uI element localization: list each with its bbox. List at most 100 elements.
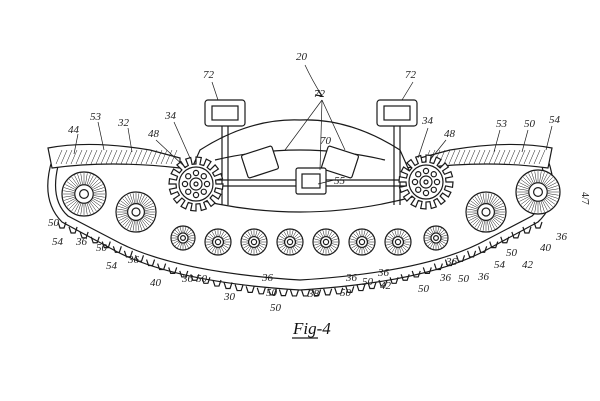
tread-tooth [245, 286, 255, 293]
wheel-spoke [174, 229, 180, 235]
hatch-line [75, 149, 83, 165]
road-wheel [204, 228, 232, 256]
wheel-spoke [539, 171, 542, 183]
wheel-spoke [358, 247, 361, 254]
wheel-spoke [144, 213, 155, 216]
wheel-spoke [139, 219, 145, 230]
wheel-spoke [479, 220, 484, 231]
wheel-spoke [494, 205, 505, 210]
wheel-spoke [402, 235, 409, 240]
tread-tooth [90, 236, 100, 244]
road-wheel [384, 228, 412, 256]
wheel-spoke [291, 247, 294, 254]
hatch-line [145, 149, 153, 165]
wheel-spoke [519, 196, 530, 202]
wheel-spoke [399, 230, 402, 237]
road-wheel [423, 225, 449, 251]
tread-tooth [334, 287, 344, 295]
ref-track-end: 44 [68, 124, 80, 136]
hatch-line [105, 149, 113, 165]
wheel-spoke [351, 244, 358, 249]
wheel-spoke [482, 193, 485, 204]
wheel-spoke [117, 205, 128, 210]
wheel-spoke [492, 218, 500, 226]
wheel-spoke [493, 217, 502, 224]
wheel-spoke [132, 193, 135, 204]
wheel-spoke [467, 213, 478, 216]
wheel-spoke [467, 208, 478, 211]
ref-frame-side: 32 [117, 117, 130, 129]
wheel-spoke [86, 174, 91, 185]
wheel-spoke [430, 228, 434, 234]
wheel-spoke [331, 243, 338, 246]
wheel-spoke [391, 231, 396, 238]
wheel-spoke [545, 197, 556, 205]
wheel-spoke [543, 174, 551, 185]
wheel-spoke [487, 220, 490, 231]
tread-tooth [68, 226, 78, 234]
wheel-spoke [206, 238, 213, 241]
wheel-spoke [494, 214, 505, 219]
hatch-line [65, 149, 73, 165]
wheel-spoke [247, 231, 252, 238]
wheel-spoke [142, 218, 150, 226]
sprocket-hub [419, 175, 433, 189]
tread-tooth [478, 246, 488, 253]
wheel-spoke [90, 179, 99, 188]
wheel-spoke [255, 230, 258, 237]
wheel-spoke [317, 245, 323, 251]
tread-tooth [234, 284, 244, 292]
wheel-spoke [470, 217, 479, 224]
ref-link: 30 [223, 291, 236, 303]
wheel-spoke [138, 193, 143, 204]
tread-tooth [500, 236, 510, 244]
wheel-spoke [88, 202, 94, 213]
wheel-spoke [528, 200, 534, 211]
wheel-spoke [525, 199, 533, 210]
wheel-spoke [174, 241, 180, 247]
sprocket-bolt [411, 178, 419, 186]
wheel-spoke [540, 172, 545, 183]
wheel-spoke [491, 196, 498, 205]
wheel-spoke [91, 199, 102, 207]
tread-tooth [168, 267, 178, 274]
wheel-spoke [65, 198, 76, 204]
wheel-spoke [63, 190, 75, 193]
sprocket-center [193, 181, 199, 187]
sprocket-bolt [200, 188, 207, 195]
wheel-spoke [319, 231, 324, 238]
wheel-spoke [534, 171, 537, 183]
wheel-spoke [426, 232, 432, 236]
road-wheel [240, 228, 268, 256]
wheel-spoke [120, 217, 129, 224]
sprocket-bolt [192, 191, 200, 199]
tread-tooth [134, 255, 145, 262]
tread-tooth [455, 255, 466, 262]
wheel-spoke [286, 247, 289, 254]
left-actuator [204, 99, 246, 205]
wheel-spoke [66, 199, 77, 207]
wheel-spoke [547, 185, 558, 190]
wheel-spoke [74, 202, 80, 213]
wheel-spoke [426, 240, 432, 244]
hatch-line [458, 149, 466, 165]
wheel-spoke [540, 201, 545, 212]
hatch-line [140, 149, 148, 165]
tread-tooth [345, 286, 355, 293]
wheel-spoke [386, 243, 393, 246]
wheel-spoke [279, 244, 286, 249]
wheel-spoke [488, 193, 493, 204]
wheel-spoke [441, 239, 448, 242]
wheel-spoke [171, 239, 178, 242]
wheel-axle [214, 238, 222, 246]
wheel-spoke [91, 181, 102, 189]
wheel-spoke [211, 231, 216, 238]
ref-frame-right: 53 [496, 118, 508, 130]
wheel-spoke [219, 230, 222, 237]
road-wheel [465, 191, 507, 233]
wheel-spoke [186, 241, 192, 247]
hatch-line [90, 149, 98, 165]
road-wheel [312, 228, 340, 256]
wheel-spoke [517, 193, 529, 196]
wheel-spoke [293, 245, 299, 251]
